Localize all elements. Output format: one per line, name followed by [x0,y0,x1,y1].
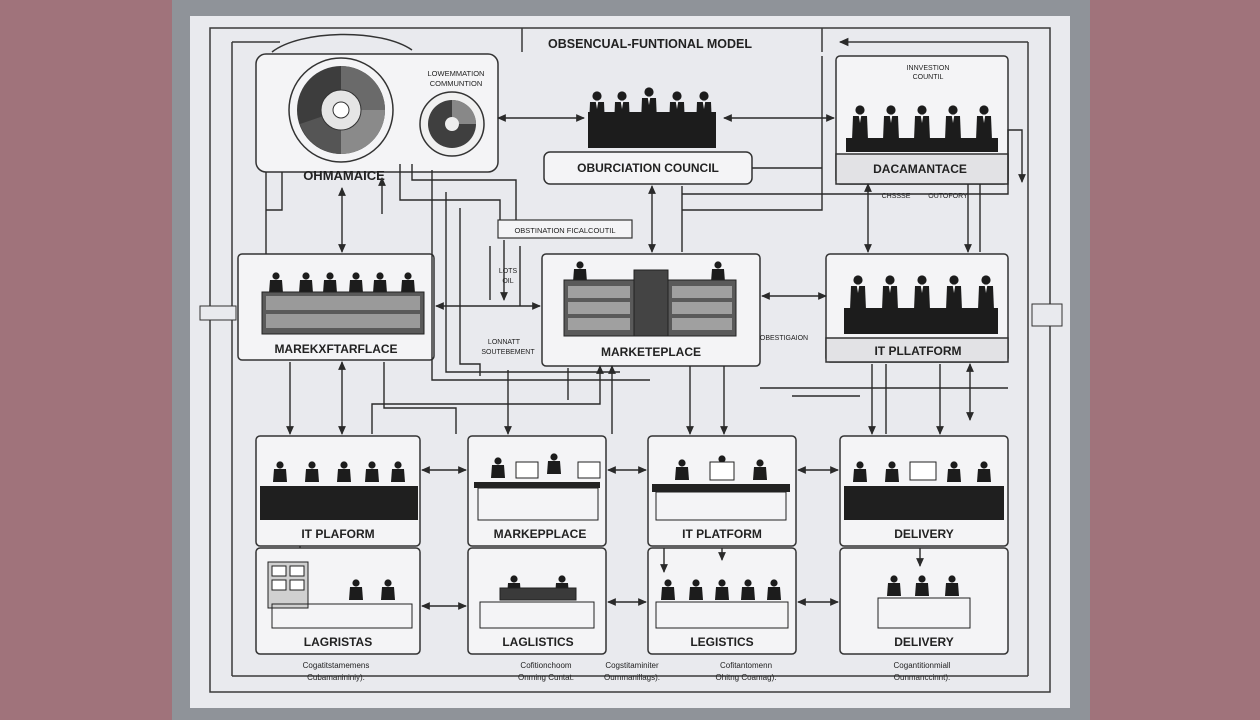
laptop [515,461,539,479]
governance-label: OHMAMAICE [303,168,385,183]
connector-label: OBSTINATION FICALCOUTIL [514,226,615,235]
note-left-1: LOTS [499,268,518,275]
row4-label-2: LAGLISTICS [502,635,573,649]
top-right-caption-1: INNVESTION [907,65,950,72]
right-margin-band [1090,0,1260,720]
note-right: OBESTIGAION [760,335,808,342]
small-chart-caption-2: COMMUNTION [430,79,483,88]
middle-left-group: MAREKXFTARFLACE [237,253,435,361]
footnote-2-line-1: Cofitionchoom [520,661,571,670]
outer-frame [209,27,1051,693]
left-margin-band [0,0,172,720]
note-left-2: OIL [502,278,513,285]
middle-right-label: IT PLLATFORM [874,344,961,358]
middle-left-label: MAREKXFTARFLACE [274,342,397,356]
top-right-caption-2: COUNTIL [913,74,944,81]
footnote-2-line-2: Onming Cuntat. [518,673,574,682]
connector-lines [265,56,1026,610]
governance-group: LOWEMMATION COMMUNTION OHMAMAICE [255,33,499,183]
top-right-group: INNVESTION COUNTIL DACAMANTACE [835,55,1009,185]
left-side-tab [199,305,237,321]
council-label: OBURCIATION COUNCIL [577,161,719,175]
row3-box-2: MARKEPPLACE [467,435,607,547]
footnote-4-line-2: Ohitng Coamag). [716,673,777,682]
row4-label-4: DELIVERY [894,635,954,649]
row3-label-2: MARKEPPLACE [494,527,587,541]
footnote-5-line-1: Cogantitionmiall [894,661,951,670]
note-under-2: SOUTEBEMENT [481,349,535,356]
row3-box-4: DELIVERY [839,435,1009,547]
footnote-1-line-1: Cogatitstamemens [303,661,370,670]
row3-box-3: IT PLATFORM [647,435,797,547]
row4-label-3: LEGISTICS [690,635,753,649]
diagram-title: OBSENCUAL-FUNTIONAL MODEL [548,37,752,51]
note-top-right-2: OUTOFORY [928,193,968,200]
council-people [588,87,716,148]
row3-label-4: DELIVERY [894,527,954,541]
top-right-label: DACAMANTACE [873,162,967,176]
connector-label-box [497,219,633,239]
footnote-4-line-1: Cofitantomenn [720,661,772,670]
small-chart-caption-1: LOWEMMATION [428,69,485,78]
footnote-1-line-2: Cubamanininiy). [307,673,365,682]
row4-box-4: DELIVERY [839,547,1009,655]
row3-box-1: IT PLAFORM [255,435,421,547]
footnote-3-line-1: Cogstitaminiter [605,661,659,670]
note-top-right-1: CHSSSE [882,193,911,200]
council-group: OBURCIATION COUNCIL [543,87,753,185]
row3-label-3: IT PLATFORM [682,527,762,541]
row3-label-1: IT PLAFORM [301,527,374,541]
footnotes: Cogatitstamemens Cubamanininiy). Cofitio… [303,661,951,682]
footnote-3-line-2: Oummanillags). [604,673,660,682]
middle-center-group: MARKETEPLACE [541,253,761,367]
footnote-5-line-2: Ounmanccinnt). [894,673,950,682]
row4-box-2: LAGLISTICS [467,547,607,655]
right-side-tab [1031,303,1063,327]
row4-box-3: LEGISTICS [647,547,797,655]
middle-right-group: IT PLLATFORM [825,253,1009,363]
row4-box-1: LAGRISTAS [255,547,421,655]
note-under-1: LONNATT [488,339,521,346]
row4-label-1: LAGRISTAS [304,635,372,649]
middle-center-label: MARKETEPLACE [601,345,701,359]
